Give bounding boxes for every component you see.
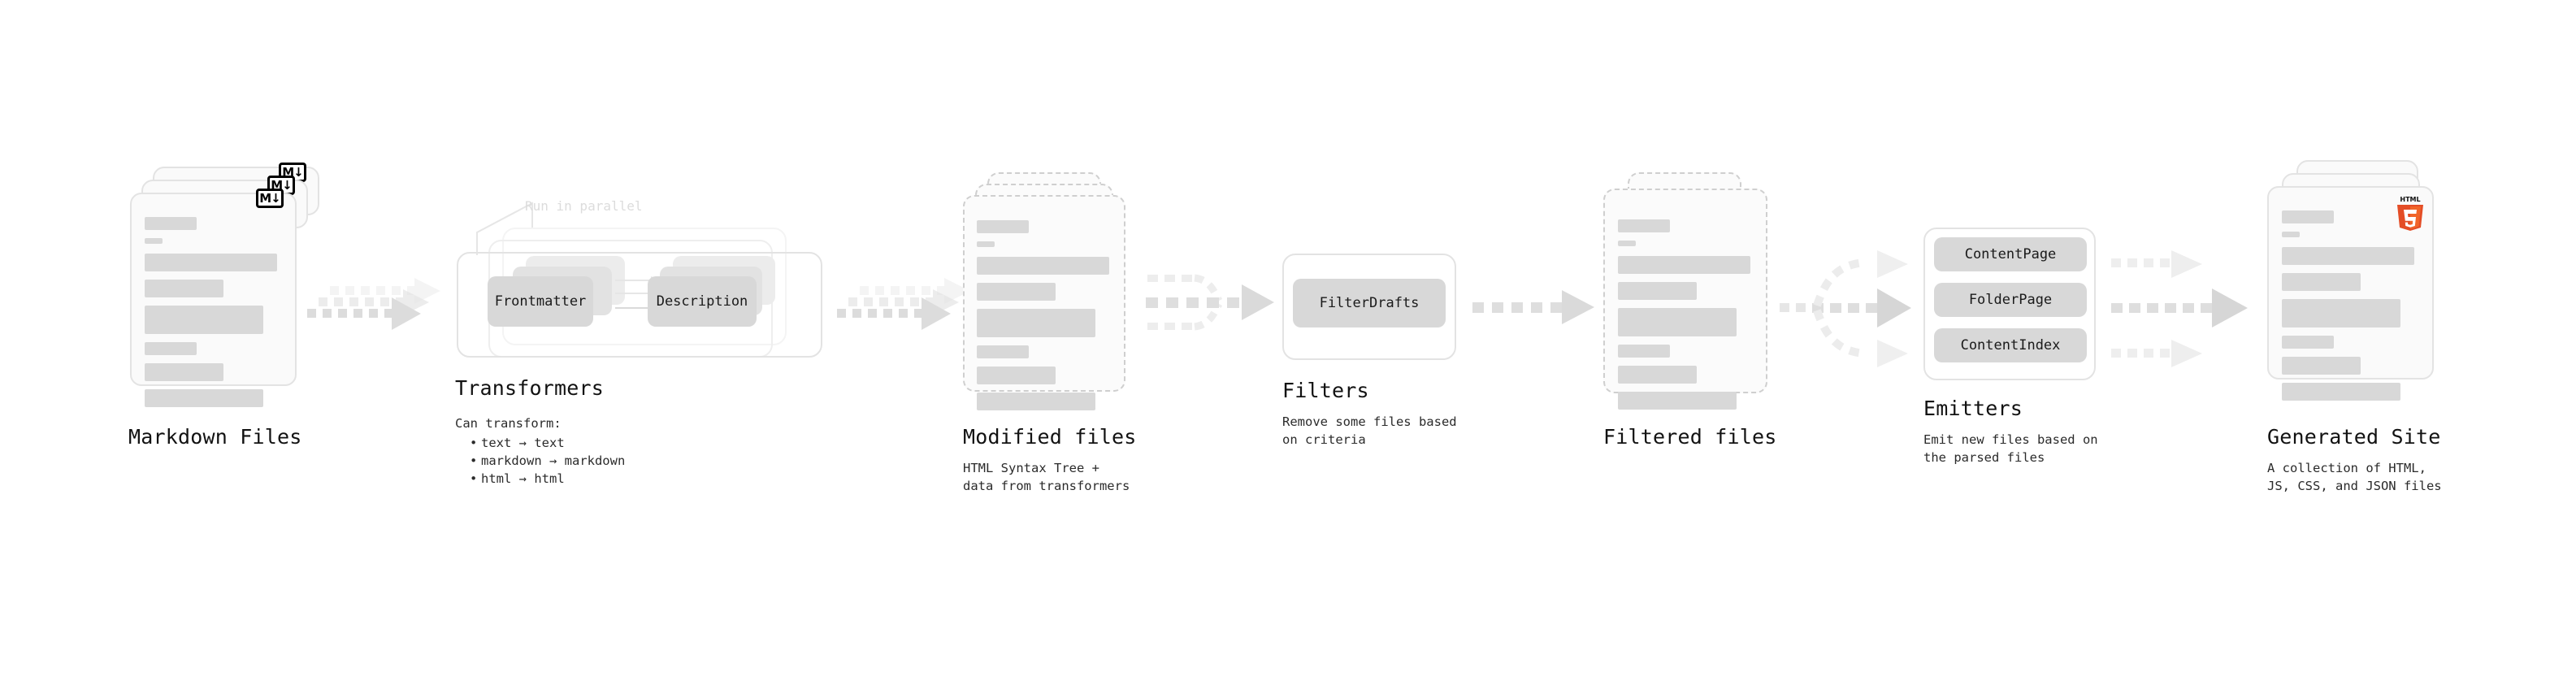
content-bar	[145, 363, 223, 381]
content-bar	[2282, 210, 2334, 223]
content-bar	[2282, 247, 2414, 265]
content-bar	[145, 306, 263, 334]
svg-text:HTML: HTML	[2400, 196, 2420, 203]
content-bar	[145, 342, 197, 355]
filter-chip-filterdrafts[interactable]: FilterDrafts	[1293, 279, 1446, 327]
content-bar	[1618, 256, 1750, 274]
content-bar	[1618, 392, 1737, 410]
arrow-modified-to-filters	[1138, 244, 1288, 358]
content-bar	[1618, 366, 1697, 384]
content-bar	[145, 389, 263, 407]
filters-subtitle: Remove some files based on criteria	[1282, 414, 1457, 447]
content-bar	[977, 309, 1095, 337]
content-bar	[977, 220, 1029, 233]
markdown-files-title: Markdown Files	[128, 425, 302, 449]
arrow-filters-to-filtered	[1472, 288, 1594, 329]
content-bar	[1618, 282, 1697, 300]
filtered-file-content	[1618, 219, 1756, 418]
emitters-title: Emitters	[1923, 397, 2023, 420]
transformers-groupbox	[457, 252, 822, 358]
content-bar	[145, 217, 197, 230]
content-bar	[145, 280, 223, 297]
content-bar	[977, 241, 995, 247]
content-bar	[2282, 232, 2300, 237]
filters-title: Filters	[1282, 379, 1369, 402]
emitter-chip-folderpage[interactable]: FolderPage	[1934, 283, 2087, 317]
arrow-transformers-to-modified	[837, 268, 988, 343]
content-bar	[977, 257, 1109, 275]
transformer-chip-description[interactable]: Description	[648, 276, 757, 327]
transformer-bullet-item: text → text	[470, 434, 625, 452]
content-bar	[1618, 219, 1670, 232]
transformers-bullets: text → text markdown → markdown html → h…	[468, 434, 625, 488]
content-bar	[145, 254, 277, 271]
content-bar	[977, 345, 1029, 358]
html5-badge: HTML	[2394, 194, 2426, 232]
modified-files-subtitle: HTML Syntax Tree + data from transformer…	[963, 461, 1130, 493]
generated-file-content	[2282, 210, 2420, 409]
transformers-title: Transformers	[455, 376, 605, 400]
arrow-filtered-to-emitters	[1780, 236, 1926, 382]
run-in-parallel-bracket	[475, 195, 581, 256]
transformer-chip-frontmatter[interactable]: Frontmatter	[488, 276, 593, 327]
emitter-chip-contentindex[interactable]: ContentIndex	[1934, 328, 2087, 362]
content-bar	[2282, 357, 2361, 375]
generated-site-title: Generated Site	[2267, 425, 2441, 449]
emitter-chip-contentpage[interactable]: ContentPage	[1934, 237, 2087, 271]
content-bar	[1618, 308, 1737, 336]
emitters-subtitle: Emit new files based on the parsed files	[1923, 432, 2098, 465]
transformers-subtitle: Can transform:	[455, 416, 562, 431]
modified-files-title: Modified files	[963, 425, 1137, 449]
markdown-file-content	[145, 217, 283, 415]
content-bar	[977, 367, 1056, 384]
content-bar	[1618, 241, 1636, 246]
filtered-files-title: Filtered files	[1603, 425, 1777, 449]
content-bar	[145, 238, 163, 244]
content-bar	[977, 283, 1056, 301]
arrow-markdown-to-transformers	[307, 268, 458, 343]
content-bar	[2282, 299, 2400, 327]
generated-site-subtitle: A collection of HTML, JS, CSS, and JSON …	[2267, 461, 2442, 493]
run-in-parallel-label: Run in parallel	[525, 198, 643, 214]
arrow-emitters-to-site	[2111, 236, 2257, 382]
transformer-bullet-item: markdown → markdown	[470, 452, 625, 470]
content-bar	[2282, 336, 2334, 349]
content-bar	[2282, 383, 2400, 401]
content-bar	[1618, 345, 1670, 358]
modified-file-content	[977, 220, 1115, 419]
markdown-badge-front: M↓	[256, 189, 284, 208]
transformer-bullet-item: html → html	[470, 470, 625, 488]
content-bar	[977, 393, 1095, 410]
content-bar	[2282, 273, 2361, 291]
